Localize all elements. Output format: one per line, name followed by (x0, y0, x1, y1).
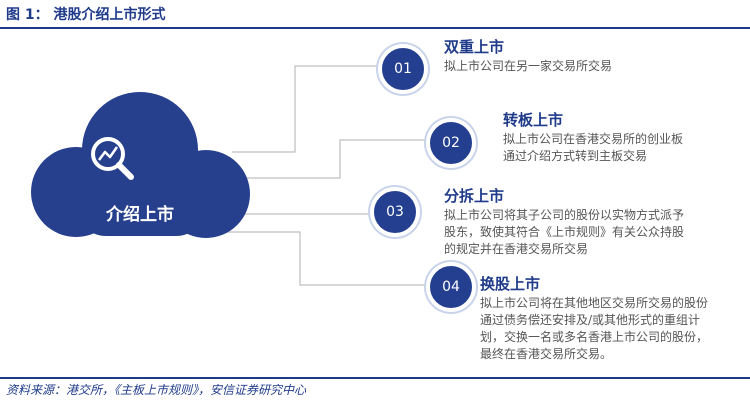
item-desc-01: 拟上市公司在另一家交易所交易 (444, 59, 613, 73)
number-badge-02: 02 (426, 118, 476, 168)
connector-02 (246, 139, 430, 179)
top-rule (0, 27, 750, 29)
item-title-01: 双重上市 (444, 38, 505, 56)
source-note: 资料来源：港交所，《主板上市规则》，安信证券研究中心 (6, 383, 307, 397)
cloud-shape (31, 92, 250, 238)
number-badge-01: 01 (378, 44, 428, 94)
item-desc-04: 拟上市公司将在其他地区交易所交易的股份 通过债务偿还安排及/或其他形式的重组计 … (480, 296, 709, 361)
item-desc-02: 拟上市公司在香港交易所的创业板 通过介绍方式转到主板交易 (503, 132, 684, 163)
item-desc-03: 拟上市公司将其子公司的股份以实物方式派予 股东，致使其符合《上市规则》有关公众持… (444, 208, 685, 256)
connector-04 (222, 231, 430, 286)
item-title-04: 换股上市 (480, 275, 541, 293)
magnifier-chart-icon (91, 137, 134, 180)
connector-01 (232, 65, 386, 153)
number-badge-04: 04 (426, 262, 476, 312)
number-badge-03: 03 (370, 187, 420, 237)
item-title-03: 分拆上市 (444, 187, 505, 205)
diagram-graphics (31, 65, 430, 286)
cloud-label: 介绍上市 (106, 205, 174, 225)
bottom-rule (0, 377, 750, 379)
figure-title: 图 1： 港股介绍上市形式 (6, 7, 166, 23)
item-title-02: 转板上市 (503, 111, 564, 129)
